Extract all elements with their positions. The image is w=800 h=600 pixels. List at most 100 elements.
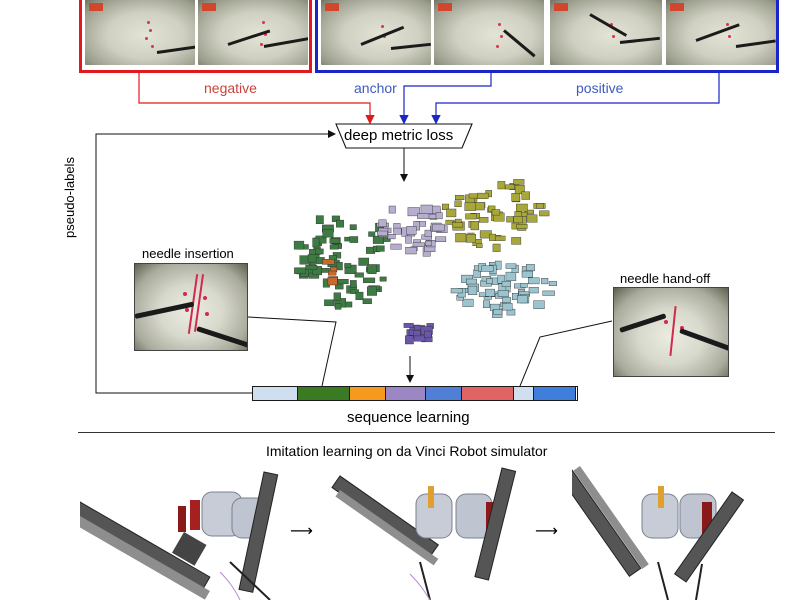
embedding-tile: [464, 202, 476, 211]
embedding-tile: [405, 246, 417, 255]
embedding-tile: [335, 262, 343, 271]
embedding-tile: [539, 210, 550, 217]
video-frame: [434, 0, 544, 65]
embedding-tile: [476, 243, 483, 248]
insertion-leader: [247, 316, 337, 387]
embedding-tile: [335, 284, 344, 290]
embedding-tile: [505, 184, 515, 190]
embedding-tile: [497, 290, 509, 297]
imitation-title: Imitation learning on da Vinci Robot sim…: [266, 443, 548, 459]
embedding-tile: [542, 290, 555, 296]
embedding-tile: [446, 208, 457, 218]
embedding-tile: [505, 263, 517, 269]
video-frame: [666, 0, 776, 65]
embedding-tile: [455, 195, 465, 201]
embedding-tile: [327, 277, 338, 286]
section-divider: [78, 432, 775, 433]
embedding-tile: [474, 202, 485, 211]
embedding-tile: [367, 286, 377, 296]
embedding-tile: [403, 323, 414, 328]
embedding-tile: [355, 291, 364, 301]
embedding-tile: [516, 203, 528, 212]
embedding-tile: [413, 221, 421, 231]
embedding-tile: [465, 213, 477, 220]
embedding-tile: [462, 298, 474, 307]
embedding-tile: [536, 203, 544, 209]
embedding-tile: [454, 200, 462, 208]
sequence-segment: [514, 387, 534, 400]
embedding-tile: [493, 309, 503, 315]
embedding-tile: [333, 292, 341, 301]
embedding-tile: [489, 233, 497, 241]
embedding-tile: [293, 240, 305, 250]
embedding-tile: [526, 264, 535, 272]
embedding-tile: [486, 278, 493, 284]
embedding-tile: [312, 237, 320, 248]
embedding-tile: [337, 279, 349, 285]
needle-handoff-label: needle hand-off: [620, 271, 711, 286]
negative-frames-group: [79, 0, 312, 73]
negative-label: negative: [204, 80, 257, 96]
video-frame: [198, 0, 308, 65]
embedding-tile: [405, 235, 412, 244]
sequence-segment: [534, 387, 576, 400]
embedding-tile: [435, 212, 443, 220]
pseudo-labels-label: pseudo-labels: [62, 157, 77, 238]
arrow-1: ⟶: [290, 523, 313, 540]
embedding-tile: [350, 289, 359, 294]
embedding-tile: [511, 237, 522, 245]
positive-connector: [431, 73, 720, 125]
embedding-tile: [526, 214, 538, 223]
embedding-tile: [425, 240, 433, 246]
embedding-tile: [533, 300, 545, 309]
embedding-tile: [322, 229, 334, 238]
embedding-tile: [387, 233, 396, 240]
embedding-tile: [452, 222, 464, 228]
video-frame: [550, 0, 662, 65]
loss-box: [335, 123, 473, 149]
embedding-tile: [442, 203, 449, 211]
embedding-tile: [417, 213, 430, 219]
sequence-bar: [252, 386, 578, 401]
embedding-tile: [413, 335, 426, 342]
embedding-tile: [424, 330, 432, 338]
embedding-tile: [344, 263, 352, 268]
embedding-tile: [470, 221, 479, 231]
embedding-tile: [541, 278, 549, 285]
embedding-tile: [501, 281, 512, 287]
embedding-tile: [505, 271, 517, 281]
embedding-tile: [432, 223, 445, 232]
anchor-connector: [399, 73, 492, 125]
embedding-tile: [420, 204, 433, 215]
embedding-tile: [405, 335, 414, 345]
embedding-tile: [524, 209, 534, 215]
embedding-tile: [328, 270, 337, 276]
embedding-tile: [305, 264, 318, 270]
embedding-tile: [516, 223, 528, 229]
embedding-tile: [407, 207, 420, 217]
embedding-tile: [506, 216, 514, 223]
embedding-tile: [390, 243, 402, 250]
embedding-tile: [455, 233, 467, 243]
embedding-tile: [481, 265, 494, 272]
positive-label: positive: [576, 80, 624, 96]
embedding-tile: [497, 274, 505, 284]
embedding-tile: [294, 267, 306, 275]
embedding-tile: [477, 192, 489, 200]
embedding-tile: [368, 231, 376, 237]
embedding-tile: [363, 277, 376, 283]
embedding-tile: [517, 295, 528, 304]
embedding-tile: [349, 236, 359, 243]
embedding-tile: [495, 235, 506, 241]
embedding-tile: [521, 270, 534, 278]
sequence-segment: [298, 387, 350, 400]
embedding-tile: [379, 276, 387, 282]
embedding-scatter: [293, 179, 557, 345]
embedding-tile: [367, 264, 377, 274]
embedding-tile: [478, 216, 489, 223]
needle-insertion-label: needle insertion: [142, 246, 234, 261]
robot-sim-frame-1: [80, 471, 279, 600]
needle-insertion-photo: [134, 263, 248, 351]
embedding-tile: [491, 209, 501, 216]
